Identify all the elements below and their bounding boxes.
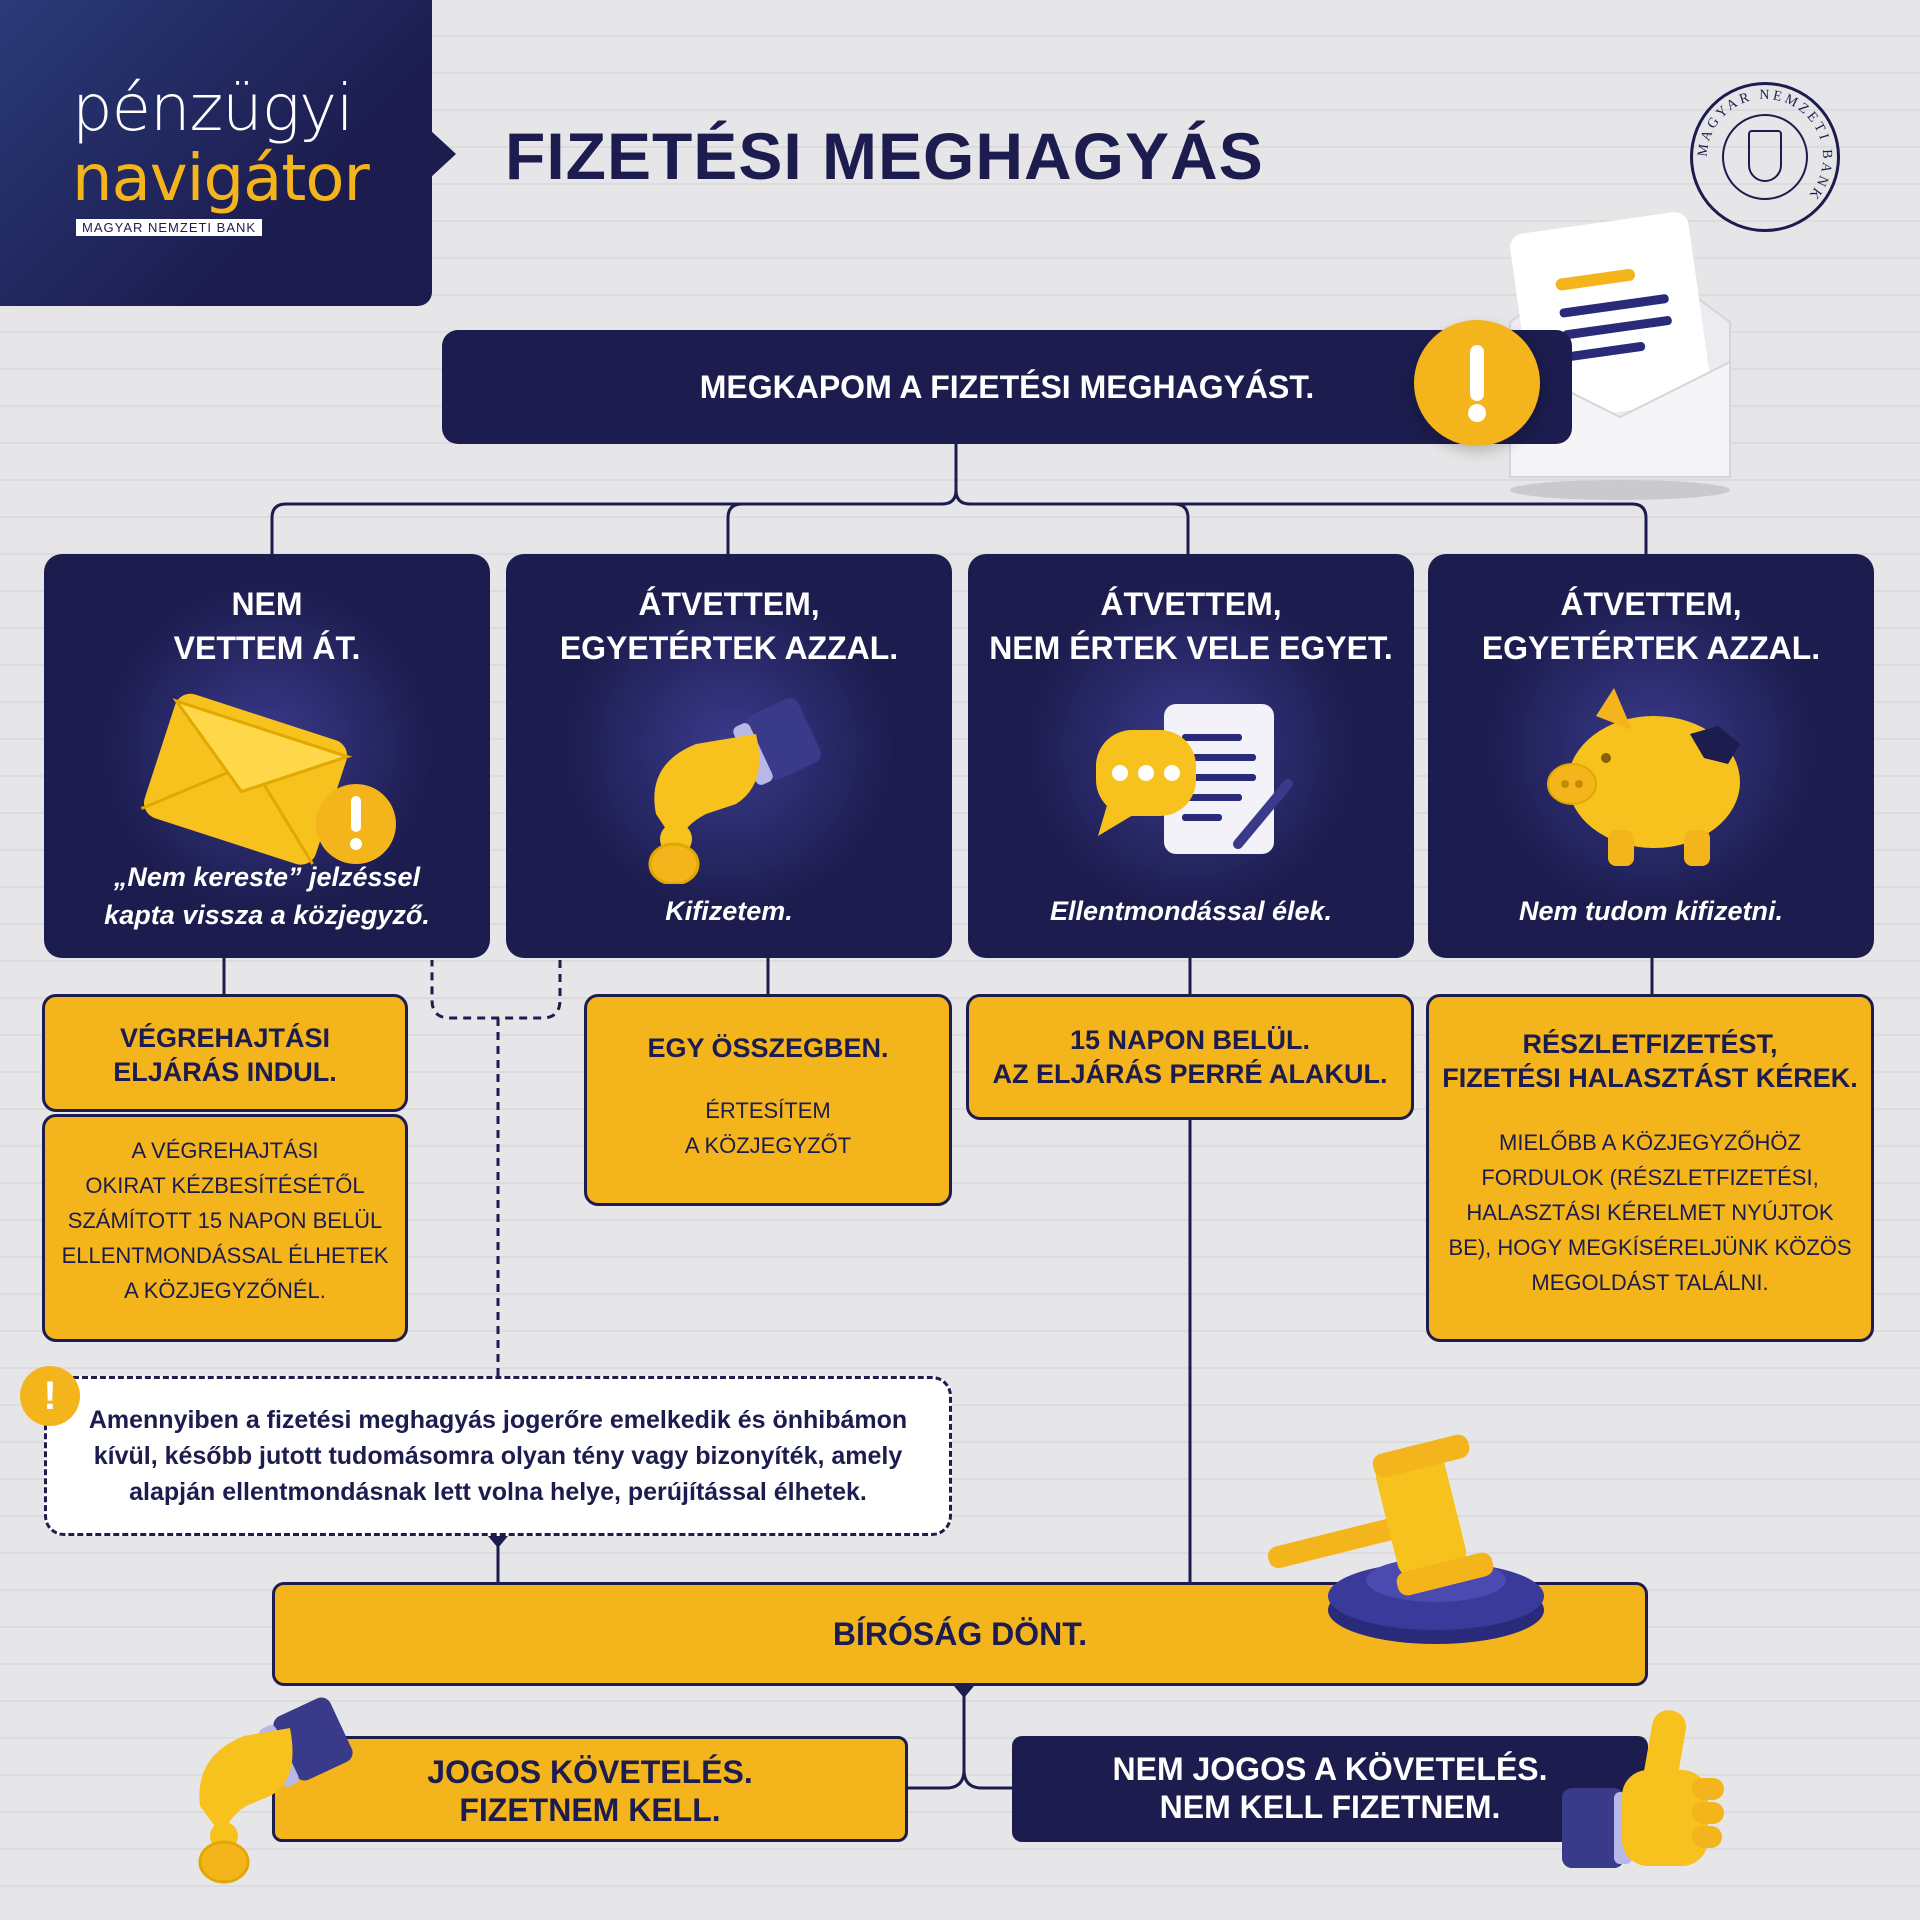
fifteen-days-box: 15 NAPON BELÜL. AZ ELJÁRÁS PERRÉ ALAKUL. (966, 994, 1414, 1120)
card-not-received: NEM VETTEM ÁT. „Nem kereste” jelzéssel k… (44, 554, 490, 958)
enforcement-body-line: OKIRAT KÉZBESÍTÉSÉTŐL (85, 1173, 365, 1198)
card-subtitle-line1: „Nem kereste” jelzéssel (113, 862, 421, 892)
invalid-claim-line1: NEM JOGOS A KÖVETELÉS. (1112, 1751, 1548, 1787)
logo-text-penzugyi: pénzügyi (72, 72, 354, 146)
mnb-seal-icon (1690, 82, 1840, 232)
one-sum-body-line: A KÖZJEGYZŐT (684, 1133, 852, 1158)
logo-text-navigator: navigátor (72, 142, 370, 216)
card-title-line1: ÁTVETTEM, (1560, 586, 1742, 622)
card-disagree: ÁTVETTEM, NEM ÉRTEK VELE EGYET. Ellentmo… (968, 554, 1414, 958)
enforcement-head-line2: ELJÁRÁS INDUL. (113, 1057, 337, 1087)
installment-head-line2: FIZETÉSI HALASZTÁST KÉREK. (1442, 1063, 1858, 1093)
valid-claim-line1: JOGOS KÖVETELÉS. (427, 1754, 753, 1790)
hand-coin-icon (198, 1697, 353, 1884)
card-cannot-pay: ÁTVETTEM, EGYETÉRTEK AZZAL. Nem tudom ki… (1428, 554, 1874, 958)
installment-body-line: MEGOLDÁST TALÁLNI. (1531, 1270, 1769, 1295)
card-title-line2: NEM ÉRTEK VELE EGYET. (989, 630, 1393, 666)
card-subtitle: Nem tudom kifizetni. (1518, 896, 1783, 926)
installment-body-line: MIELŐBB A KÖZJEGYZŐHÖZ (1499, 1130, 1801, 1155)
one-sum-box: EGY ÖSSZEGBEN. ÉRTESÍTEM A KÖZJEGYZŐT (584, 994, 952, 1206)
installment-body-line: FORDULOK (RÉSZLETFIZETÉSI, (1481, 1165, 1819, 1190)
installment-box: RÉSZLETFIZETÉST, FIZETÉSI HALASZTÁST KÉR… (1426, 994, 1874, 1342)
retrial-note-box: Amennyiben a fizetési meghagyás jogerőre… (44, 1376, 952, 1536)
enforcement-head-line1: VÉGREHAJTÁSI (119, 1023, 331, 1053)
gavel-icon (1267, 1434, 1544, 1644)
card-subtitle-line2: kapta vissza a közjegyző. (104, 900, 430, 930)
logo-pointer (430, 130, 456, 178)
page-title: FIZETÉSI MEGHAGYÁS (505, 119, 1264, 193)
fifteen-days-line1: 15 NAPON BELÜL. (1069, 1025, 1311, 1055)
enforcement-body-line: A KÖZJEGYZŐNÉL. (124, 1278, 326, 1303)
svg-text:MAGYAR NEMZETI BANK: MAGYAR NEMZETI BANK (1696, 88, 1835, 204)
coat-of-arms-icon (1748, 130, 1782, 182)
valid-claim-box: JOGOS KÖVETELÉS. FIZETNEM KELL. (272, 1736, 908, 1842)
warning-icon: ! (20, 1366, 80, 1426)
hand-coin-icon (648, 698, 821, 884)
fifteen-days-line2: AZ ELJÁRÁS PERRÉ ALAKUL. (992, 1059, 1388, 1089)
card-title-line1: ÁTVETTEM, (1100, 586, 1282, 622)
one-sum-head: EGY ÖSSZEGBEN. (647, 1033, 889, 1063)
valid-claim-line2: FIZETNEM KELL. (459, 1792, 721, 1828)
enforcement-body-line: A VÉGREHAJTÁSI (131, 1138, 319, 1163)
invalid-claim-line2: NEM KELL FIZETNEM. (1159, 1789, 1501, 1825)
court-decides-label: BÍRÓSÁG DÖNT. (832, 1615, 1088, 1652)
card-subtitle: Kifizetem. (665, 896, 793, 926)
note-line: Amennyiben a fizetési meghagyás jogerőre… (88, 1406, 908, 1434)
enforcement-starts-box: VÉGREHAJTÁSI ELJÁRÁS INDUL. (42, 994, 408, 1112)
card-title-line1: NEM (231, 586, 303, 622)
enforcement-body-line: SZÁMÍTOTT 15 NAPON BELÜL (67, 1208, 383, 1233)
card-agree-pay: ÁTVETTEM, EGYETÉRTEK AZZAL. Kifizetem. (506, 554, 952, 958)
note-line: alapján ellentmondásnak lett volna helye… (129, 1478, 867, 1506)
invalid-claim-box: NEM JOGOS A KÖVETELÉS. NEM KELL FIZETNEM… (1012, 1736, 1648, 1842)
seal-text: MAGYAR NEMZETI BANK (1696, 88, 1835, 204)
received-order-label: MEGKAPOM A FIZETÉSI MEGHAGYÁST. (699, 368, 1315, 405)
card-title-line1: ÁTVETTEM, (638, 586, 820, 622)
one-sum-body-line: ÉRTESÍTEM (705, 1098, 831, 1123)
seal-inner-ring (1722, 114, 1808, 200)
document-chat-icon (1096, 704, 1293, 854)
piggy-bank-icon (1547, 688, 1740, 866)
installment-body-line: BE), HOGY MEGKÍSÉRELJÜNK KÖZÖS (1448, 1235, 1852, 1260)
enforcement-body-line: ELLENTMONDÁSSAL ÉLHETEK (61, 1243, 389, 1268)
exclamation-icon (1414, 320, 1540, 446)
received-order-box: MEGKAPOM A FIZETÉSI MEGHAGYÁST. (442, 330, 1572, 444)
installment-body-line: HALASZTÁSI KÉRELMET NYÚJTOK (1466, 1200, 1834, 1225)
envelope-warning-icon (140, 693, 396, 865)
card-subtitle: Ellentmondással élek. (1049, 896, 1333, 926)
logo-subtitle: MAGYAR NEMZETI BANK (76, 219, 263, 236)
enforcement-details-box: A VÉGREHAJTÁSI OKIRAT KÉZBESÍTÉSÉTŐL SZÁ… (42, 1114, 408, 1342)
card-title-line2: VETTEM ÁT. (173, 630, 361, 666)
installment-head-line1: RÉSZLETFIZETÉST, (1522, 1029, 1778, 1059)
note-line: kívül, később jutott tudomásomra olyan t… (93, 1442, 903, 1470)
thumbs-up-icon (1562, 1710, 1724, 1868)
card-title-line2: EGYETÉRTEK AZZAL. (559, 630, 899, 666)
logo-panel (0, 0, 432, 306)
card-title-line2: EGYETÉRTEK AZZAL. (1481, 630, 1821, 666)
